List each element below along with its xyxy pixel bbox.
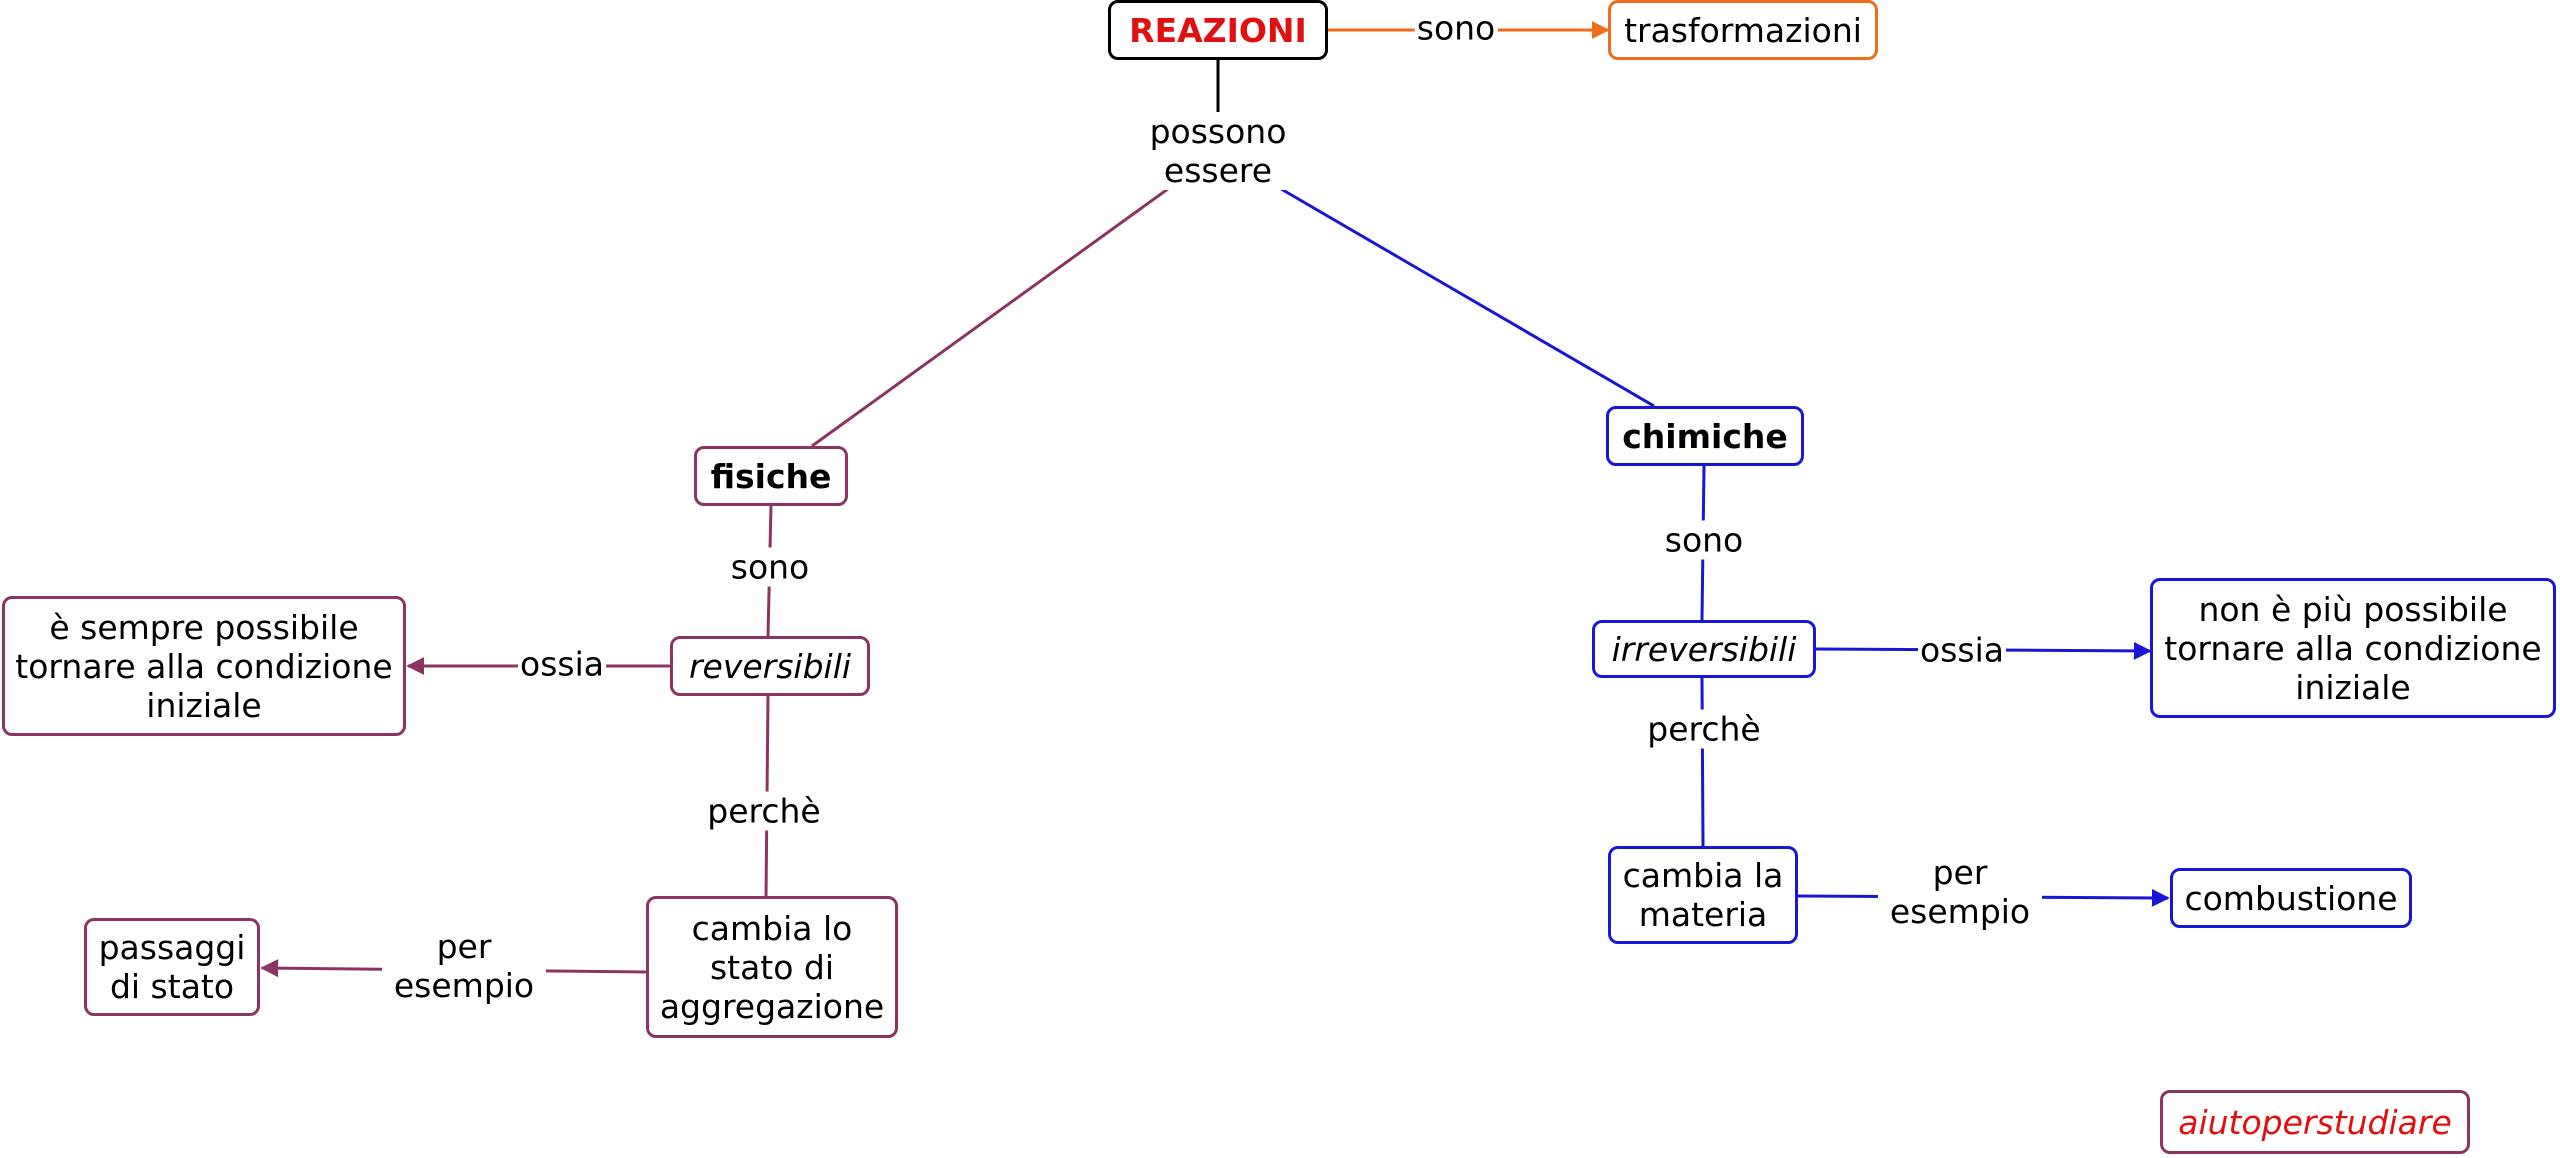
node-non-possibile-text: non è più possibile tornare alla condizi… — [2164, 589, 2542, 707]
node-trasformazioni: trasformazioni — [1608, 0, 1878, 60]
node-irreversibili-text: irreversibili — [1611, 629, 1797, 669]
node-irreversibili: irreversibili — [1592, 620, 1816, 678]
link-possono-chimiche — [1275, 184, 1655, 408]
node-sempre-possibile-text: è sempre possibile tornare alla condizio… — [15, 607, 393, 725]
link-irreversibili-cambiamateria — [1700, 677, 1705, 847]
link-label-ossia-left: ossia — [518, 644, 606, 684]
link-label-perche-left: perchè — [705, 791, 823, 831]
node-passaggi-stato: passaggi di stato — [84, 918, 260, 1016]
credit-badge: aiutoperstudiare — [2160, 1090, 2470, 1154]
node-combustione: combustione — [2170, 868, 2412, 928]
link-label-per-esempio-left: per esempio — [382, 927, 546, 1005]
link-label-sono-top: sono — [1414, 8, 1498, 48]
node-chimiche-text: chimiche — [1622, 416, 1788, 456]
node-sempre-possibile: è sempre possibile tornare alla condizio… — [2, 596, 406, 736]
node-fisiche-text: fisiche — [710, 456, 832, 496]
credit-text: aiutoperstudiare — [2178, 1102, 2452, 1142]
link-label-possono-essere: possono essere — [1141, 112, 1295, 190]
node-cambia-materia: cambia la materia — [1608, 846, 1798, 944]
node-passaggi-stato-text: passaggi di stato — [98, 928, 246, 1006]
node-cambia-stato: cambia lo stato di aggregazione — [646, 896, 898, 1038]
link-label-per-esempio-right: per esempio — [1878, 853, 2042, 931]
node-reversibili-text: reversibili — [688, 646, 852, 686]
node-trasformazioni-text: trasformazioni — [1624, 10, 1862, 50]
link-label-ossia-right: ossia — [1918, 630, 2006, 670]
link-possono-fisiche — [811, 184, 1173, 448]
node-combustione-text: combustione — [2184, 878, 2398, 918]
link-label-sono-chimiche: sono — [1662, 520, 1746, 560]
node-fisiche: fisiche — [694, 446, 848, 506]
link-label-sono-fisiche: sono — [728, 547, 812, 587]
node-reazioni: REAZIONI — [1108, 0, 1328, 60]
node-non-possibile: non è più possibile tornare alla condizi… — [2150, 578, 2556, 718]
node-cambia-materia-text: cambia la materia — [1622, 856, 1784, 934]
node-reversibili: reversibili — [670, 636, 870, 696]
node-chimiche: chimiche — [1606, 406, 1804, 466]
link-label-perche-right: perchè — [1645, 709, 1763, 749]
node-cambia-stato-text: cambia lo stato di aggregazione — [659, 908, 885, 1026]
node-reazioni-text: REAZIONI — [1129, 10, 1307, 50]
